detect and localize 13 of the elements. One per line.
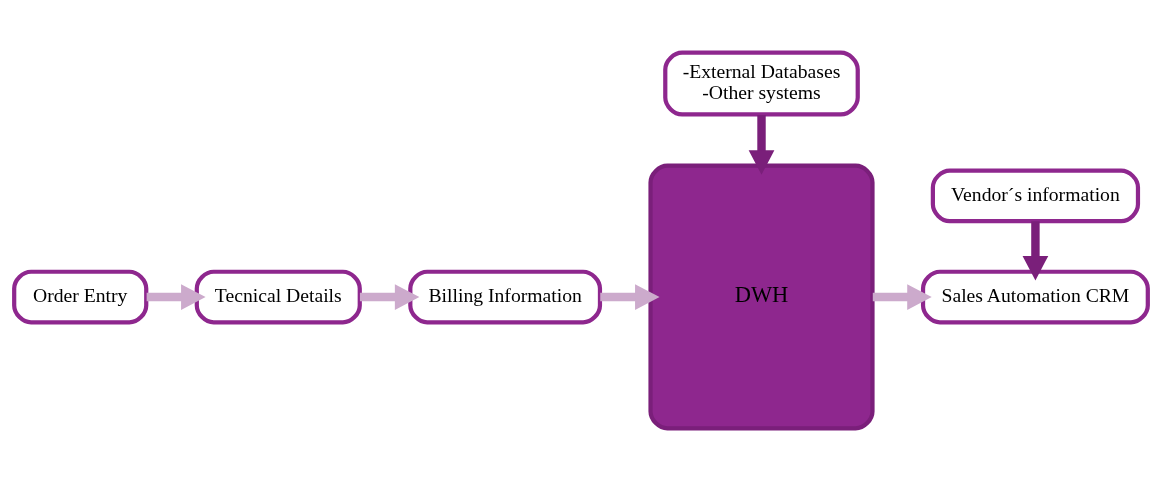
arrow <box>748 114 775 175</box>
arrow <box>359 284 420 310</box>
arrow <box>600 284 660 310</box>
arrow <box>146 284 206 310</box>
node-box: Vendor´s information <box>930 168 1141 224</box>
arrow <box>872 284 932 310</box>
node-box: Order Entry <box>12 269 149 325</box>
node-box: Sales Automation CRM <box>920 269 1150 325</box>
arrow <box>1022 221 1049 281</box>
node-box: -External Databases -Other systems <box>663 50 860 117</box>
node-box: DWH <box>648 163 875 431</box>
node-box: Billing Information <box>408 269 603 325</box>
node-box: Tecnical Details <box>194 269 362 325</box>
